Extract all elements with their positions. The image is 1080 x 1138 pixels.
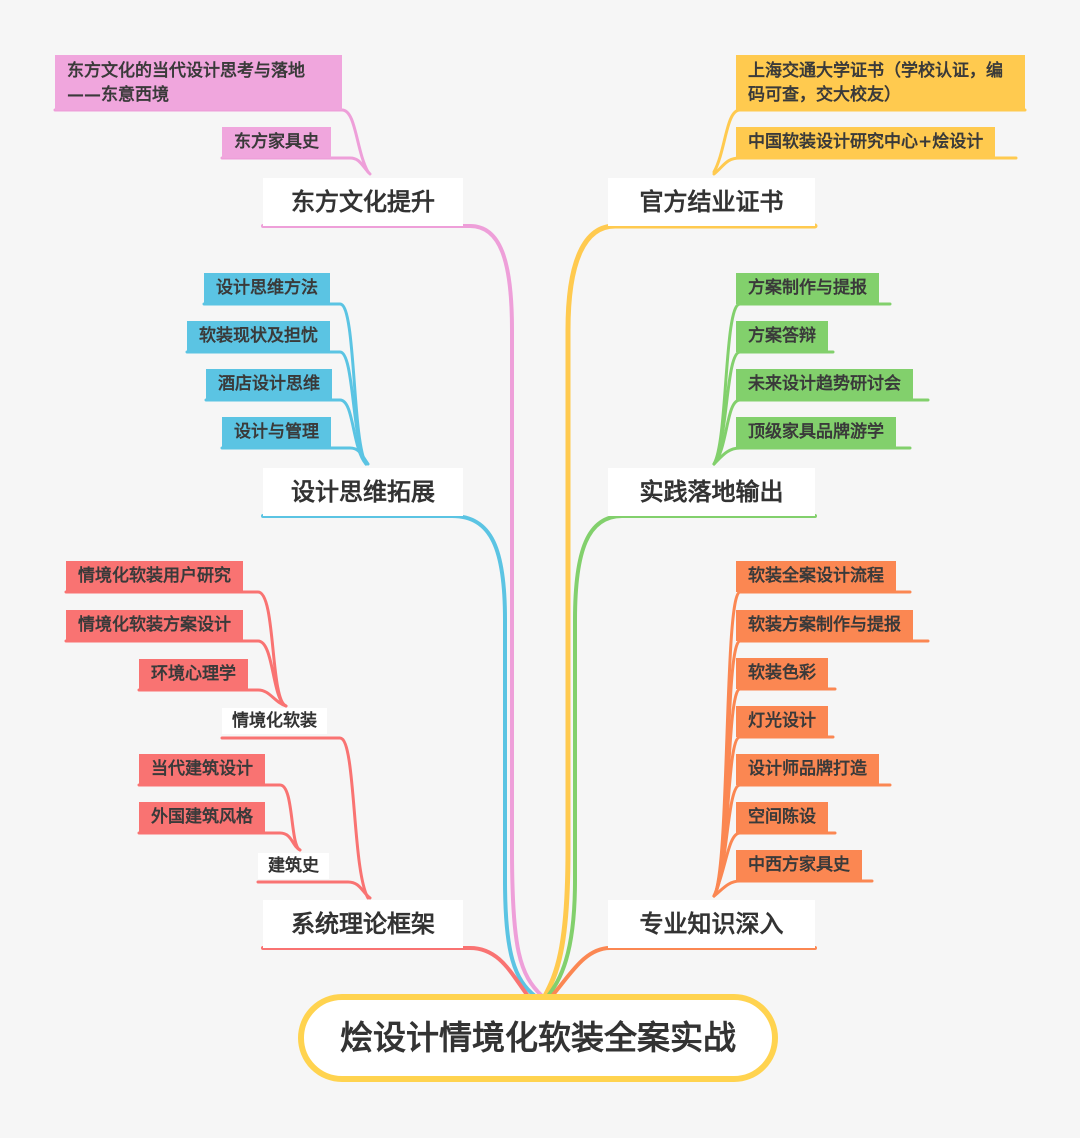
leaf-designer-branding: 设计师品牌打造 bbox=[736, 754, 879, 785]
leaf-scheme-design: 情境化软装方案设计 bbox=[66, 610, 243, 641]
leaf-scheme-production: 方案制作与提报 bbox=[736, 273, 879, 304]
leaf-foreign-architecture: 外国建筑风格 bbox=[139, 802, 265, 833]
branch-expertise: 专业知识深入 bbox=[608, 900, 815, 948]
leaf-full-design-process: 软装全案设计流程 bbox=[736, 561, 896, 592]
leaf-design-thinking-method: 设计思维方法 bbox=[204, 273, 330, 304]
branch-practice: 实践落地输出 bbox=[608, 468, 815, 516]
leaf-soft-decor-scheme: 软装方案制作与提报 bbox=[736, 610, 913, 641]
connector-theory bbox=[261, 946, 530, 998]
leaf-user-research: 情境化软装用户研究 bbox=[66, 561, 243, 592]
leaf-sjtu-certificate: 上海交通大学证书（学校认证，编码可查，交大校友） bbox=[736, 55, 1025, 110]
root-topic: 烩设计情境化软装全案实战 bbox=[298, 994, 778, 1082]
connector-eastern bbox=[261, 224, 544, 998]
leaf-research-center: 中国软装设计研究中心+烩设计 bbox=[736, 127, 996, 158]
connector-thinking bbox=[261, 514, 537, 998]
connector-practice bbox=[546, 514, 817, 998]
leaf-trend-seminar: 未来设计趋势研讨会 bbox=[736, 369, 913, 400]
branch-system-theory: 系统理论框架 bbox=[263, 900, 463, 948]
branch-design-thinking: 设计思维拓展 bbox=[263, 468, 463, 516]
leaf-contemporary-architecture: 当代建筑设计 bbox=[139, 754, 265, 785]
leaf-scheme-defense: 方案答辩 bbox=[736, 321, 828, 352]
connector-certificate bbox=[542, 223, 818, 999]
leaf-design-management: 设计与管理 bbox=[222, 417, 331, 448]
leaf-soft-decor-color: 软装色彩 bbox=[736, 658, 828, 689]
leaf-hotel-design-thinking: 酒店设计思维 bbox=[206, 369, 332, 400]
branch-eastern-culture: 东方文化提升 bbox=[263, 178, 463, 226]
sub-architecture-history: 建筑史 bbox=[258, 853, 329, 879]
leaf-eastern-contemporary-design: 东方文化的当代设计思考与落地——东意西境 bbox=[55, 55, 342, 110]
connector-expertise bbox=[550, 946, 817, 998]
leaf-space-display: 空间陈设 bbox=[736, 802, 828, 833]
leaf-eastern-furniture-history: 东方家具史 bbox=[222, 127, 331, 158]
leaf-furniture-history: 中西方家具史 bbox=[736, 850, 862, 881]
leaf-brand-study-tour: 顶级家具品牌游学 bbox=[736, 417, 896, 448]
leaf-lighting-design: 灯光设计 bbox=[736, 706, 828, 737]
sub-contextual-soft-decor: 情境化软装 bbox=[222, 708, 327, 734]
leaf-environmental-psychology: 环境心理学 bbox=[139, 659, 248, 690]
branch-certificate: 官方结业证书 bbox=[608, 178, 815, 226]
leaf-soft-decor-status: 软装现状及担忧 bbox=[187, 321, 330, 352]
